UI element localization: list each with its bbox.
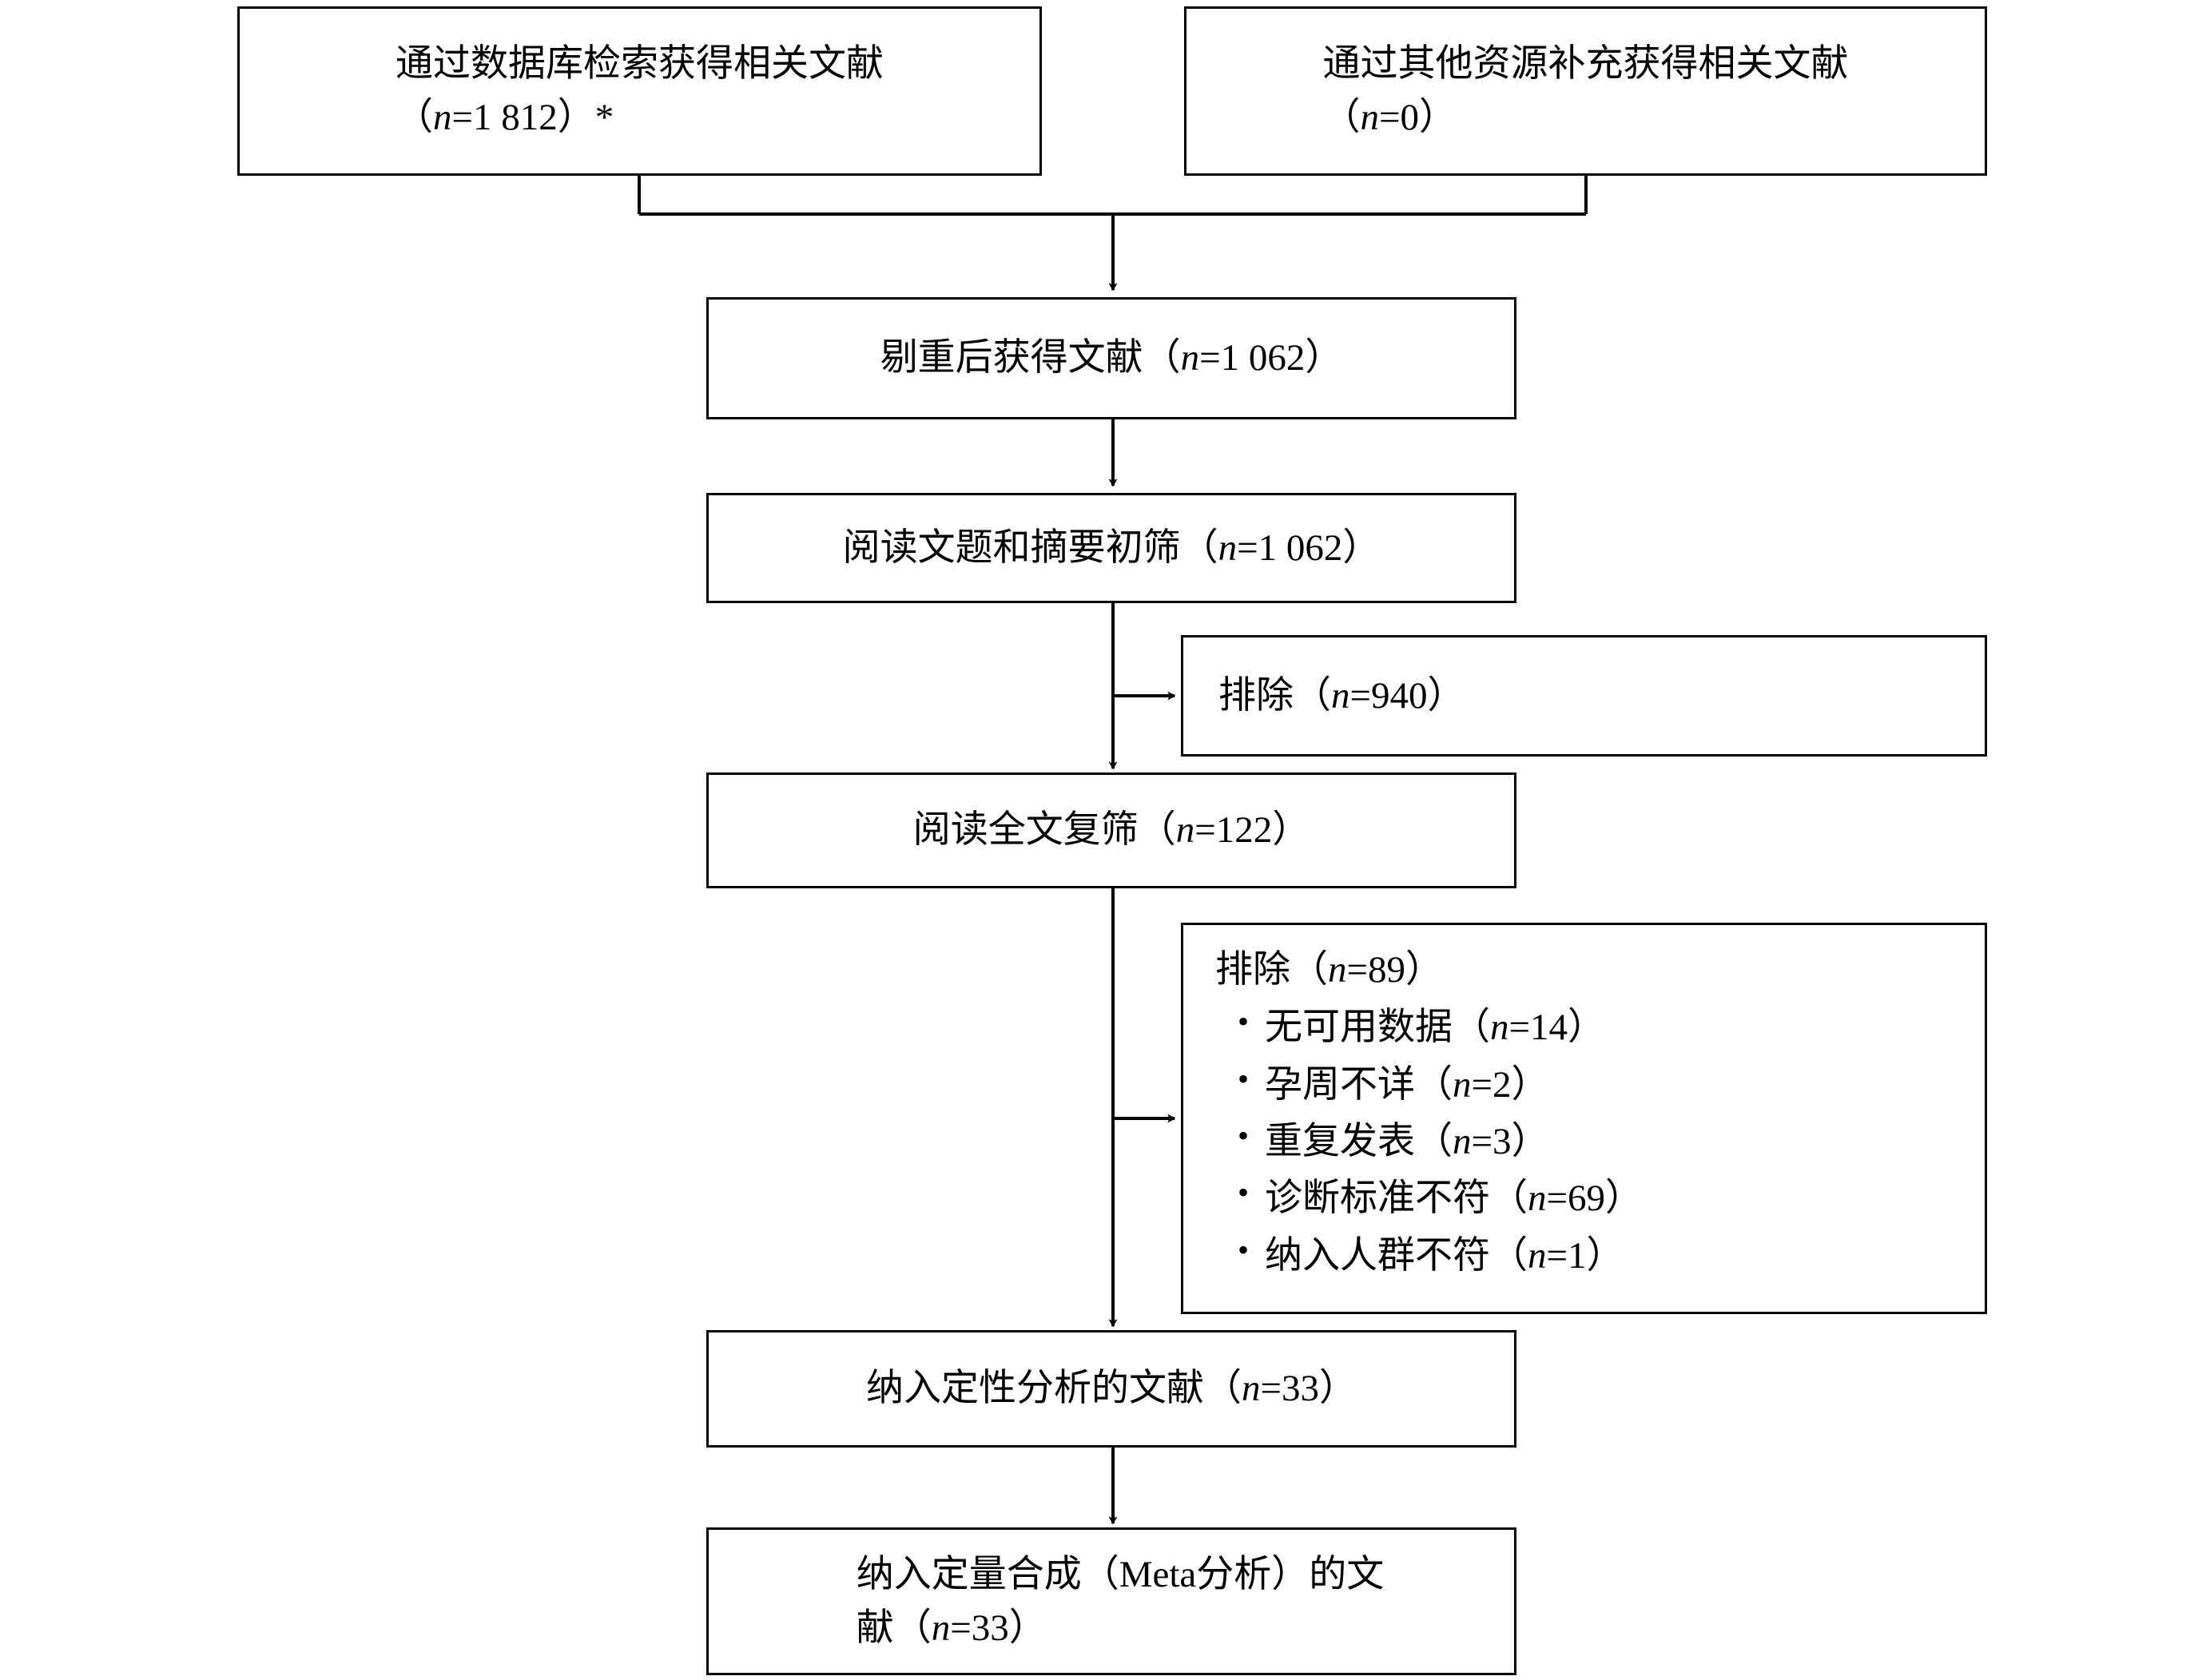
node-after-dedup: 剔重后获得文献（n=1 062） — [706, 297, 1516, 419]
node-qualitative-synthesis-label: 纳入定性分析的文献（n=33） — [865, 1368, 1357, 1410]
node-title-abstract-screening-label: 阅读文题和摘要初筛（n=1 062） — [842, 526, 1381, 569]
node-after-dedup-label: 剔重后获得文献（n=1 062） — [880, 337, 1343, 379]
node-quantitative-synthesis: 纳入定量合成（Meta分析）的文献（n=33） — [706, 1527, 1516, 1675]
node-other-sources-label: 通过其他资源补充获得相关文献 — [1322, 43, 1849, 85]
node-excluded-fulltext-heading: 排除（n=89） — [1215, 949, 1444, 991]
exclusion-reason-list: 无可用数据（n=14） 孕周不详（n=2） 重复发表（n=3） 诊断标准不符（n… — [1215, 998, 1985, 1285]
connector-screening-to-fulltext — [1108, 603, 1176, 770]
node-excluded-fulltext: 排除（n=89） 无可用数据（n=14） 孕周不详（n=2） 重复发表（n=3）… — [1181, 923, 1987, 1314]
node-quantitative-synthesis-label: 纳入定量合成（Meta分析）的文献（n=33） — [856, 1553, 1385, 1649]
connector-top-merge — [638, 176, 1588, 292]
exclusion-reason-item: 无可用数据（n=14） — [1238, 998, 1985, 1056]
node-database-search: 通过数据库检索获得相关文献 （n=1 812）* — [237, 6, 1042, 176]
node-fulltext-screening-label: 阅读全文复筛（n=122） — [912, 809, 1310, 852]
node-database-search-count: （n=1 812）* — [395, 97, 614, 138]
node-database-search-label: 通过数据库检索获得相关文献 — [395, 43, 884, 85]
node-other-sources: 通过其他资源补充获得相关文献 （n=0） — [1184, 6, 1987, 176]
node-qualitative-synthesis: 纳入定性分析的文献（n=33） — [706, 1330, 1516, 1448]
node-title-abstract-screening: 阅读文题和摘要初筛（n=1 062） — [706, 493, 1516, 603]
exclusion-reason-item: 诊断标准不符（n=69） — [1238, 1169, 1985, 1227]
connector-fulltext-to-qualitative — [1108, 888, 1176, 1328]
node-fulltext-screening: 阅读全文复筛（n=122） — [706, 772, 1516, 888]
exclusion-reason-item: 重复发表（n=3） — [1238, 1112, 1985, 1170]
node-other-sources-count: （n=0） — [1322, 97, 1457, 138]
exclusion-reason-item: 纳入人群不符（n=1） — [1238, 1226, 1985, 1285]
node-excluded-screening-label: 排除（n=940） — [1218, 674, 1465, 717]
node-excluded-screening: 排除（n=940） — [1181, 635, 1987, 757]
exclusion-reason-item: 孕周不详（n=2） — [1238, 1055, 1985, 1114]
